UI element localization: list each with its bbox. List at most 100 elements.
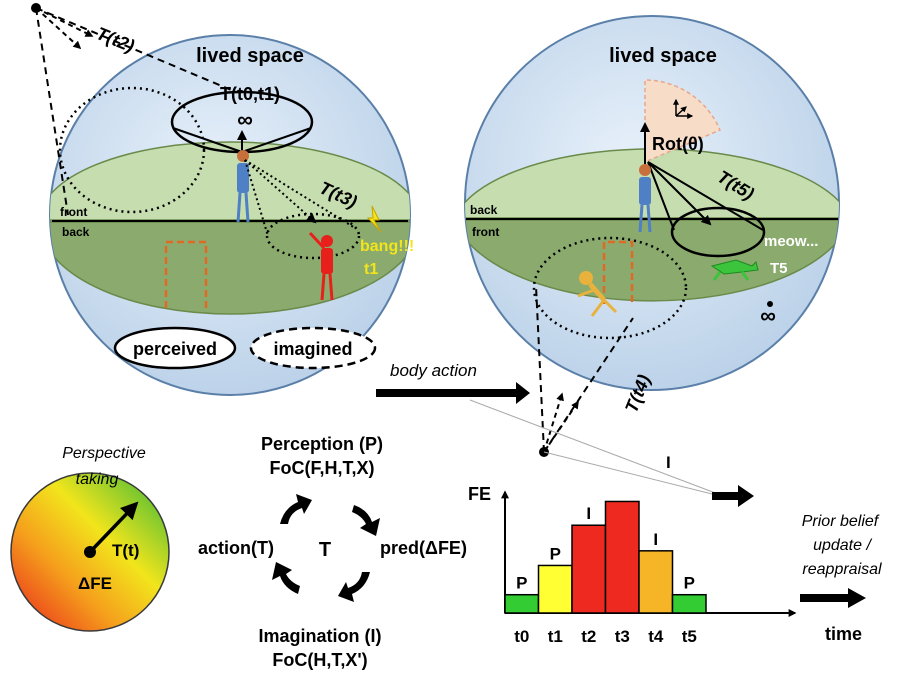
chart-bar-labels: P P I I P xyxy=(516,504,695,592)
t2-dash-right xyxy=(35,7,237,93)
cycle-arrow-bottom-right xyxy=(338,572,370,602)
imagination-foc: FoC(H,T,X') xyxy=(272,650,367,670)
cone-line-right xyxy=(241,127,312,153)
right-sphere-title: lived space xyxy=(609,45,717,67)
dial-pivot xyxy=(84,546,96,558)
person-blue-left xyxy=(236,150,250,223)
imagined-ellipse-t3 xyxy=(265,212,361,260)
right-ground-front xyxy=(465,219,839,302)
person-falling xyxy=(577,271,618,317)
meow-text: meow... xyxy=(764,233,818,250)
body-action-label: body action xyxy=(390,361,477,380)
cone-line-left xyxy=(172,127,243,153)
observer-dot-left xyxy=(31,3,41,13)
right-sphere: lived space Rot(θ) T(t5) meo xyxy=(464,15,840,391)
tick-t0: t0 xyxy=(514,627,529,646)
left-sphere: lived space T(t0,t1) ∞ T(t2) T(t3) xyxy=(31,3,414,396)
label-t-t2: T(t2) xyxy=(94,23,138,56)
tick-t1: t1 xyxy=(548,627,563,646)
body-action-guide xyxy=(469,399,719,495)
front-label-right: front xyxy=(472,225,499,239)
t2-arrow-1 xyxy=(35,7,82,50)
t5-cone-right xyxy=(647,161,764,231)
bar-label-t0: P xyxy=(516,574,527,593)
back-label-left: back xyxy=(62,225,90,239)
left-sphere-title: lived space xyxy=(196,45,304,67)
chart-top-right-arrow xyxy=(712,485,754,507)
imagination-title: Imagination (I) xyxy=(259,626,382,646)
pred-label: pred(ΔFE) xyxy=(380,538,467,558)
perspective-line2: taking xyxy=(76,471,119,488)
bang-text: bang!!! xyxy=(360,238,414,255)
t1-label: t1 xyxy=(364,261,378,278)
prior-line1: Prior belief xyxy=(802,513,880,530)
t3-line xyxy=(244,159,356,229)
left-ground-back xyxy=(50,141,410,221)
perspective-dial: Perspective taking T(t) ΔFE xyxy=(10,445,170,632)
bar-label-t4: I xyxy=(653,530,658,549)
perspective-line1: Perspective xyxy=(62,445,146,462)
dial-dfe-label: ΔFE xyxy=(78,574,112,593)
chart-x-ticks: t0 t1 t2 t3 t4 t5 xyxy=(514,627,697,646)
imagined-ellipse-t4 xyxy=(532,236,688,340)
tick-t4: t4 xyxy=(648,627,664,646)
chart-ylabel: FE xyxy=(468,484,491,504)
chart-bars xyxy=(504,500,707,614)
cycle-diagram: Perception (P) FoC(F,H,T,X) pred(ΔFE) ac… xyxy=(198,434,467,670)
dial-needle xyxy=(88,501,139,554)
door-left xyxy=(164,240,208,308)
front-label-left: front xyxy=(60,205,87,219)
bar-t5 xyxy=(671,593,707,614)
perception-title: Perception (P) xyxy=(261,434,383,454)
label-t-t0-t1: T(t0,t1) xyxy=(220,84,280,104)
imagined-legend-ellipse xyxy=(249,326,377,370)
cycle-arrow-bottom-left xyxy=(272,562,300,594)
cycle-center: T xyxy=(319,539,331,561)
t3-line-2 xyxy=(244,159,269,237)
imagined-ellipse-t2 xyxy=(58,86,206,214)
person-red xyxy=(308,231,334,301)
bar-t1 xyxy=(537,564,573,614)
axes-icon xyxy=(673,98,694,119)
t5-label: T5 xyxy=(770,260,788,277)
dial-tt-label: T(t) xyxy=(112,541,139,560)
person-blue-right xyxy=(638,164,652,233)
infinity-left: ∞ xyxy=(237,107,253,132)
fe-chart: FE time t0 t1 t2 t3 t4 t5 P P I I P I Prior belie… xyxy=(468,453,882,646)
infinity-dot-right xyxy=(767,301,773,307)
t2-dash-left xyxy=(35,7,69,216)
cat-figure xyxy=(710,259,759,281)
lightning-icon xyxy=(366,205,382,233)
body-action-arrow: body action xyxy=(376,361,530,404)
bar-t2 xyxy=(571,524,607,614)
observer-guide xyxy=(543,451,713,495)
rot-label: Rot(θ) xyxy=(652,134,704,154)
prior-line2: update / xyxy=(813,537,872,554)
infinity-right: ∞ xyxy=(760,303,776,328)
t5-cone-left xyxy=(647,161,675,231)
tick-t3: t3 xyxy=(615,627,630,646)
bar-t0 xyxy=(504,593,540,614)
back-label-right: back xyxy=(470,203,498,217)
perceived-legend-ellipse xyxy=(113,326,237,370)
rotation-wedge xyxy=(644,79,721,164)
bar-label-t2: I xyxy=(586,504,591,523)
t5-arrow xyxy=(647,161,712,226)
tick-t2: t2 xyxy=(581,627,596,646)
chart-top-i-label: I xyxy=(666,453,671,472)
tick-t5: t5 xyxy=(682,627,697,646)
prior-line3: reappraisal xyxy=(802,561,882,578)
perception-foc: FoC(F,H,T,X) xyxy=(270,458,375,478)
action-label: action(T) xyxy=(198,538,274,558)
t3-arrow xyxy=(244,159,317,224)
bar-t4 xyxy=(638,550,674,614)
bar-t3 xyxy=(604,500,640,614)
cycle-arrow-top-right xyxy=(352,505,380,536)
bar-label-t1: P xyxy=(550,544,561,563)
chart-xlabel: time xyxy=(825,624,862,644)
door-right xyxy=(602,240,634,304)
imagined-legend-label: imagined xyxy=(273,339,352,359)
bar-label-t5: P xyxy=(684,574,695,593)
perceived-legend-label: perceived xyxy=(133,339,217,359)
